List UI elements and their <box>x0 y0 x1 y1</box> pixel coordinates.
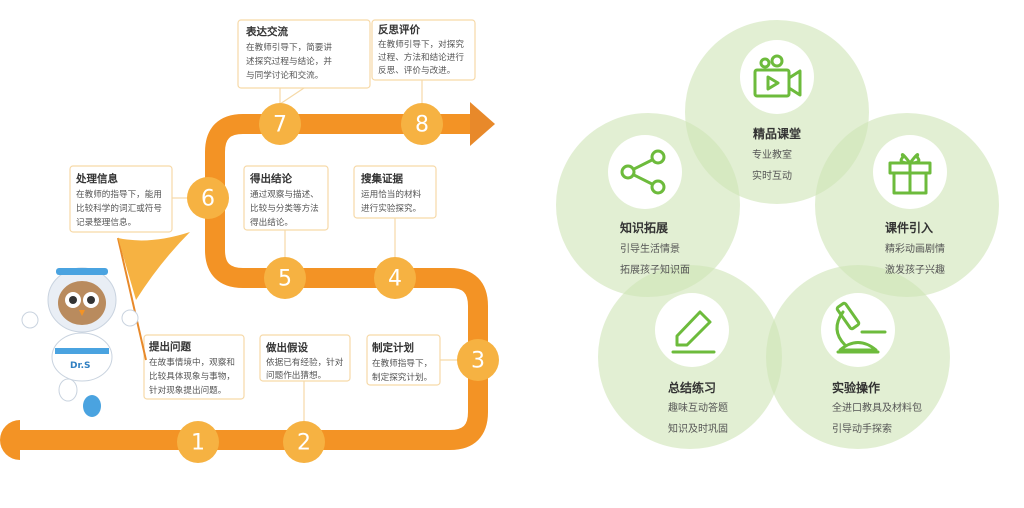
svg-text:5: 5 <box>278 267 292 292</box>
step-desc: 比较具体现象与事物， <box>149 370 235 382</box>
step-desc: 进行实验探究。 <box>361 202 421 214</box>
arrow-head-icon <box>470 102 495 146</box>
step-desc: 与同学讨论和交流。 <box>246 69 323 81</box>
feature-desc: 全进口教具及材料包 <box>832 401 922 414</box>
step-title: 处理信息 <box>75 172 118 185</box>
share-icon <box>620 149 666 195</box>
svg-text:6: 6 <box>201 187 215 212</box>
step-title: 提出问题 <box>149 340 191 353</box>
inquiry-path <box>0 102 495 460</box>
step-circle-4: 4 <box>374 257 416 299</box>
step-circle-3: 3 <box>457 339 499 381</box>
step-title: 制定计划 <box>372 341 414 354</box>
step-desc: 依据已有经验，针对 <box>266 356 344 368</box>
svg-text:7: 7 <box>273 113 287 138</box>
pencil-icon <box>671 310 716 354</box>
step-circle-2: 2 <box>283 421 325 463</box>
connector-lines <box>172 80 458 422</box>
svg-text:3: 3 <box>471 349 485 374</box>
orange-road <box>20 114 488 450</box>
step-box-7: 表达交流 在教师引导下，简要讲 述探究过程与结论，并 与同学讨论和交流。 <box>237 19 371 89</box>
step-desc: 过程、方法和结论进行 <box>378 51 464 63</box>
step-desc: 得出结论。 <box>250 216 293 228</box>
step-title: 反思评价 <box>378 23 420 36</box>
step-box-6: 处理信息 在教师的指导下，能用 比较科学的词汇或符号 记录整理信息。 <box>69 165 173 233</box>
step-desc: 通过观察与描述、 <box>250 188 319 200</box>
feature-title: 精品课堂 <box>753 126 801 141</box>
step-circle-6: 6 <box>187 177 229 219</box>
feature-title: 课件引入 <box>885 220 933 235</box>
feature-zongjie-lianxi: 总结练习 趣味互动答题 知识及时巩固 <box>655 293 729 435</box>
road-start-cap <box>0 420 20 460</box>
step-title: 得出结论 <box>249 172 292 185</box>
feature-desc: 实时互动 <box>752 169 792 182</box>
feature-desc: 知识及时巩固 <box>668 422 728 435</box>
feature-desc: 引导动手探索 <box>832 422 892 435</box>
step-title: 做出假设 <box>265 341 308 354</box>
feature-zhishi-tuozhan: 知识拓展 引导生活情景 拓展孩子知识面 <box>608 135 690 276</box>
feature-title: 知识拓展 <box>619 220 668 235</box>
step-box-8: 反思评价 在教师引导下，对探究 过程、方法和结论进行 反思、评价与改进。 <box>371 19 476 81</box>
step-desc: 针对现象提出问题。 <box>149 384 226 396</box>
step-circle-5: 5 <box>264 257 306 299</box>
video-camera-icon <box>753 54 802 98</box>
step-desc: 述探究过程与结论，并 <box>246 55 332 67</box>
step-title: 搜集证据 <box>361 172 403 185</box>
svg-text:8: 8 <box>415 113 429 138</box>
step-desc: 比较与分类等方法 <box>250 202 319 214</box>
step-circle-7: 7 <box>259 103 301 145</box>
feature-desc: 激发孩子兴趣 <box>885 263 945 276</box>
step-desc: 比较科学的词汇或符号 <box>76 202 162 214</box>
step-box-1: 提出问题 在故事情境中，观察和 比较具体现象与事物， 针对现象提出问题。 <box>143 334 245 400</box>
mascot-badge: Dr.S <box>70 361 91 371</box>
flag-icon <box>117 232 190 361</box>
step-desc: 反思、评价与改进。 <box>378 64 455 76</box>
feature-shiyan-caozuo: 实验操作 全进口教具及材料包 引导动手探索 <box>821 293 922 435</box>
microscope-icon <box>835 301 887 354</box>
feature-title: 总结练习 <box>668 380 716 395</box>
feature-desc: 精彩动画剧情 <box>885 242 945 255</box>
step-box-5: 得出结论 通过观察与描述、 比较与分类等方法 得出结论。 <box>243 165 329 231</box>
step-desc: 在故事情境中，观察和 <box>149 356 235 368</box>
step-circles: 1 2 3 4 5 6 7 8 <box>177 103 499 463</box>
step-circle-8: 8 <box>401 103 443 145</box>
step-box-2: 做出假设 依据已有经验，针对 问题作出猜想。 <box>259 334 351 382</box>
step-desc: 在教师指导下， <box>372 357 432 369</box>
step-desc: 在教师的指导下，能用 <box>76 188 162 200</box>
mascot-astronaut: Dr.S <box>21 267 139 417</box>
step-desc: 运用恰当的材料 <box>361 188 422 200</box>
gift-icon <box>888 153 932 195</box>
feature-title: 实验操作 <box>832 380 880 395</box>
feature-kejian-yinru: 课件引入 精彩动画剧情 激发孩子兴趣 <box>873 135 947 276</box>
step-box-3: 制定计划 在教师指导下， 制定探究计划。 <box>366 334 441 386</box>
step-desc: 制定探究计划。 <box>372 371 432 383</box>
step-box-4: 搜集证据 运用恰当的材料 进行实验探究。 <box>353 165 437 219</box>
svg-text:4: 4 <box>388 267 402 292</box>
step-desc: 问题作出猜想。 <box>266 369 326 381</box>
step-circle-1: 1 <box>177 421 219 463</box>
step-desc: 在教师引导下，简要讲 <box>246 41 332 53</box>
svg-text:1: 1 <box>191 431 205 456</box>
feature-desc: 拓展孩子知识面 <box>620 263 690 276</box>
svg-text:2: 2 <box>297 431 311 456</box>
feature-desc: 趣味互动答题 <box>668 401 728 414</box>
step-desc: 在教师引导下，对探究 <box>378 38 464 50</box>
feature-desc: 专业教室 <box>752 148 792 161</box>
feature-desc: 引导生活情景 <box>620 242 680 255</box>
step-title: 表达交流 <box>245 25 288 38</box>
step-desc: 记录整理信息。 <box>76 216 136 228</box>
feature-jingpin-ketang: 精品课堂 专业教室 实时互动 <box>740 40 814 182</box>
